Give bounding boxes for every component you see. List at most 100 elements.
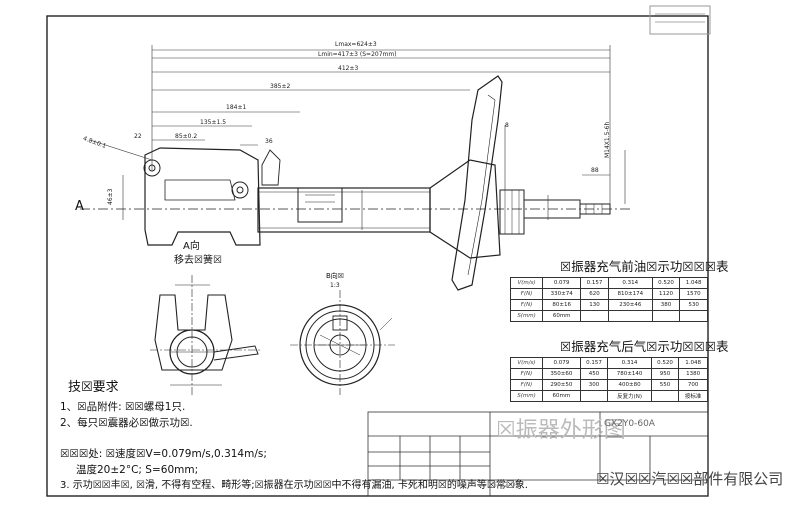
table2-cell: 400±80: [607, 379, 652, 391]
table1-cell: 130: [580, 299, 609, 311]
tech-req-line-2: 2、每只☒震器必☒做示功☒.: [60, 417, 193, 429]
tech-req-title: 技☒要求: [68, 380, 119, 395]
table1-cell: 380: [651, 299, 681, 311]
section-b-label: B向☒: [326, 272, 345, 280]
section-b-scale: 1:3: [330, 282, 340, 289]
dim-85: 85±0.2: [175, 133, 198, 140]
table1-cell: F(N): [509, 288, 544, 300]
table1-cell: [580, 310, 609, 322]
strut-assembly-view: [80, 75, 630, 291]
table1-cell: 1.048: [679, 277, 708, 289]
table2-cell: 60mm: [541, 390, 581, 402]
table2-cell: S(mm): [510, 390, 543, 402]
table2-cell: [650, 390, 680, 402]
table1-cell: [679, 310, 708, 322]
knuckle-bracket: [144, 147, 261, 246]
company-name: ☒汉☒☒汽☒☒部件有限公司: [596, 470, 784, 488]
dim-46: 46±3: [107, 188, 114, 205]
rod-thread: [579, 203, 611, 215]
table2-cell: 反复力(N): [607, 390, 652, 402]
dim-36: 36: [265, 138, 273, 145]
table1-cell: F(N): [509, 299, 544, 311]
table1-cell: S(mm): [509, 310, 544, 322]
table1-cell: 0.314: [607, 277, 653, 289]
table2-cell: 按标准: [678, 390, 708, 402]
dim-412: 412±3: [338, 65, 359, 72]
table2-cell: 0.157: [579, 357, 609, 369]
spring-seat: [429, 159, 501, 259]
table1-cell: 530: [679, 299, 708, 311]
dim-lmax: Lmax=624±3: [335, 41, 377, 48]
tech-req-line-4: 温度20±2°C; S=60mm;: [76, 464, 199, 476]
table1-cell: [607, 310, 653, 322]
table2-title: ☒振器充气后气☒示功☒☒☒表: [560, 339, 729, 354]
drawing-name: ☒振器外形图: [496, 418, 626, 443]
dim-184: 184±1: [226, 104, 247, 111]
tech-req-line-3: ☒☒☒处: ☒速度☒V=0.079m/s,0.314m/s;: [60, 448, 267, 460]
b-view-detail: [290, 290, 395, 395]
dim-22: 22: [134, 133, 142, 140]
dim-88: 88: [591, 167, 599, 174]
tech-req-line-1: 1、☒品附件: ☒☒螺母1只.: [60, 401, 186, 413]
table1-cell: 1120: [651, 288, 681, 300]
table1-cell: 810±174: [607, 288, 653, 300]
dim-thread: M14X1.5-6h: [604, 121, 611, 158]
table2-cell: 350±60: [541, 368, 581, 380]
tech-req-line-5: 3. 示功☒☒丰☒, ☒滑, 不得有空程、畸形等;☒振器在示功☒☒中不得有漏油,…: [60, 480, 528, 491]
outer-tube: [257, 187, 431, 233]
dim-lmin: Lmin=417±3 (S=207mm): [318, 51, 397, 58]
bracket-hole-2: [231, 181, 249, 199]
a-view-detail: [150, 275, 260, 395]
table2-cell: 550: [650, 379, 680, 391]
table1-cell: V(m/s): [509, 277, 544, 289]
view-a-arrow-label: A: [75, 199, 84, 214]
hose-bracket: [261, 149, 281, 186]
dim-135: 135±1.5: [200, 119, 227, 126]
table1-cell: [651, 310, 681, 322]
table1-title: ☒振器充气前油☒示功☒☒☒表: [560, 259, 729, 274]
table2-cell: 0.079: [541, 357, 581, 369]
title-block: [367, 411, 709, 497]
table2-cell: 450: [579, 368, 609, 380]
table2-row: S(mm)60mm 反复力(N) 按标准: [510, 390, 708, 402]
table2-cell: 700: [678, 379, 708, 391]
table2-cell: [579, 390, 609, 402]
corner-box: [649, 5, 711, 35]
table1-cell: 1570: [679, 288, 708, 300]
bracket-tab: [297, 187, 343, 223]
table2-cell: V(m/s): [510, 357, 543, 369]
upper-spring-perch: [451, 75, 503, 291]
table2-cell: 950: [650, 368, 680, 380]
table1-cell: 60mm: [542, 310, 582, 322]
table1-cell: 330±74: [542, 288, 582, 300]
table1-row: S(mm)60mm: [509, 310, 708, 322]
table1-cell: 80±16: [542, 299, 582, 311]
table1-cell: 0.520: [651, 277, 681, 289]
dim-8: 8: [505, 122, 509, 129]
a-view-label: A向: [183, 241, 200, 252]
table2-cell: 300: [579, 379, 609, 391]
table1-cell: 0.079: [542, 277, 582, 289]
part-number: GX2Y0-60A: [604, 419, 655, 429]
table1-cell: 230±46: [607, 299, 653, 311]
a-view-sub-label: 移去☒簧☒: [174, 255, 222, 266]
drawing-date: 15-02-09: [488, 481, 520, 489]
table2-cell: 0.314: [607, 357, 652, 369]
table1-cell: 620: [580, 288, 609, 300]
table2-cell: F(N): [510, 379, 543, 391]
table1-cell: 0.157: [580, 277, 609, 289]
table2-cell: F(N): [510, 368, 543, 380]
table2-cell: 1380: [678, 368, 708, 380]
dim-385: 385±2: [270, 83, 291, 90]
table2-cell: 290±50: [541, 379, 581, 391]
